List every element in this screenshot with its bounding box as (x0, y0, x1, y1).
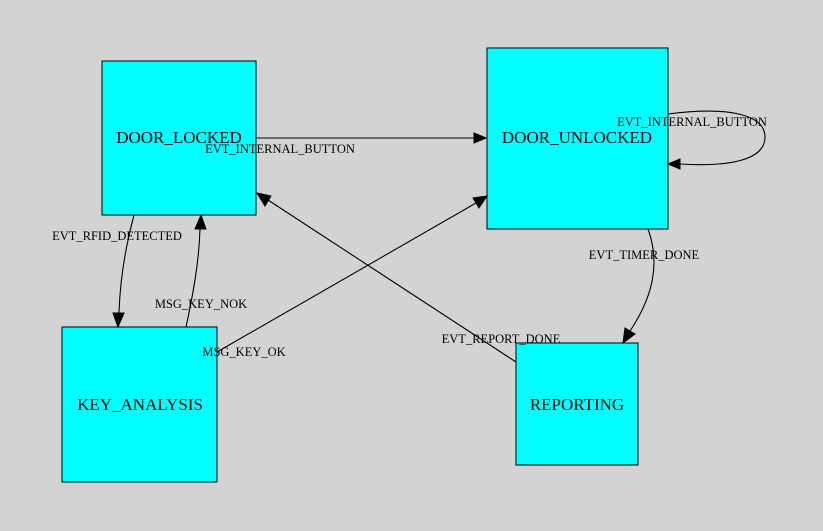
arrowhead-icon (112, 312, 125, 329)
node-door-unlocked: DOOR_UNLOCKED (486, 47, 669, 230)
node-door-unlocked-label: DOOR_UNLOCKED (502, 128, 652, 147)
arrowhead-icon (194, 213, 207, 230)
arrowhead-icon (622, 327, 636, 345)
node-key-analysis: KEY_ANALYSIS (61, 326, 218, 483)
edge-unlocked-self-label: EVT_INTERNAL_BUTTON (617, 115, 767, 129)
edge-locked-to-unlocked: EVT_INTERNAL_BUTTON (205, 132, 488, 156)
edge-unlocked-self: EVT_INTERNAL_BUTTON (617, 110, 767, 170)
edge-locked-to-key-analysis-label: EVT_RFID_DETECTED (52, 229, 182, 243)
node-reporting: REPORTING (515, 342, 639, 466)
node-door-locked: DOOR_LOCKED (101, 60, 257, 216)
node-key-analysis-label: KEY_ANALYSIS (77, 395, 203, 414)
edge-reporting-to-locked-label: EVT_REPORT_DONE (442, 332, 561, 346)
arrowhead-icon (472, 195, 489, 209)
edge-locked-to-unlocked-label: EVT_INTERNAL_BUTTON (205, 142, 355, 156)
edge-unlocked-to-reporting: EVT_TIMER_DONE (589, 228, 700, 345)
node-door-locked-label: DOOR_LOCKED (116, 128, 242, 147)
edge-key-analysis-to-unlocked-label: MSG_KEY_OK (202, 345, 285, 359)
edge-locked-to-key-analysis: EVT_RFID_DETECTED (52, 214, 182, 329)
edge-key-analysis-to-unlocked: MSG_KEY_OK (202, 195, 489, 359)
arrowhead-icon (255, 192, 272, 207)
node-reporting-label: REPORTING (530, 395, 624, 414)
edge-key-analysis-to-locked: MSG_KEY_NOK (155, 213, 247, 328)
edge-key-analysis-to-locked-label: MSG_KEY_NOK (155, 297, 247, 311)
edge-reporting-to-locked: EVT_REPORT_DONE (255, 192, 561, 363)
edge-unlocked-to-reporting-label: EVT_TIMER_DONE (589, 248, 700, 262)
arrowhead-icon (666, 158, 681, 170)
arrowhead-icon (473, 132, 488, 144)
